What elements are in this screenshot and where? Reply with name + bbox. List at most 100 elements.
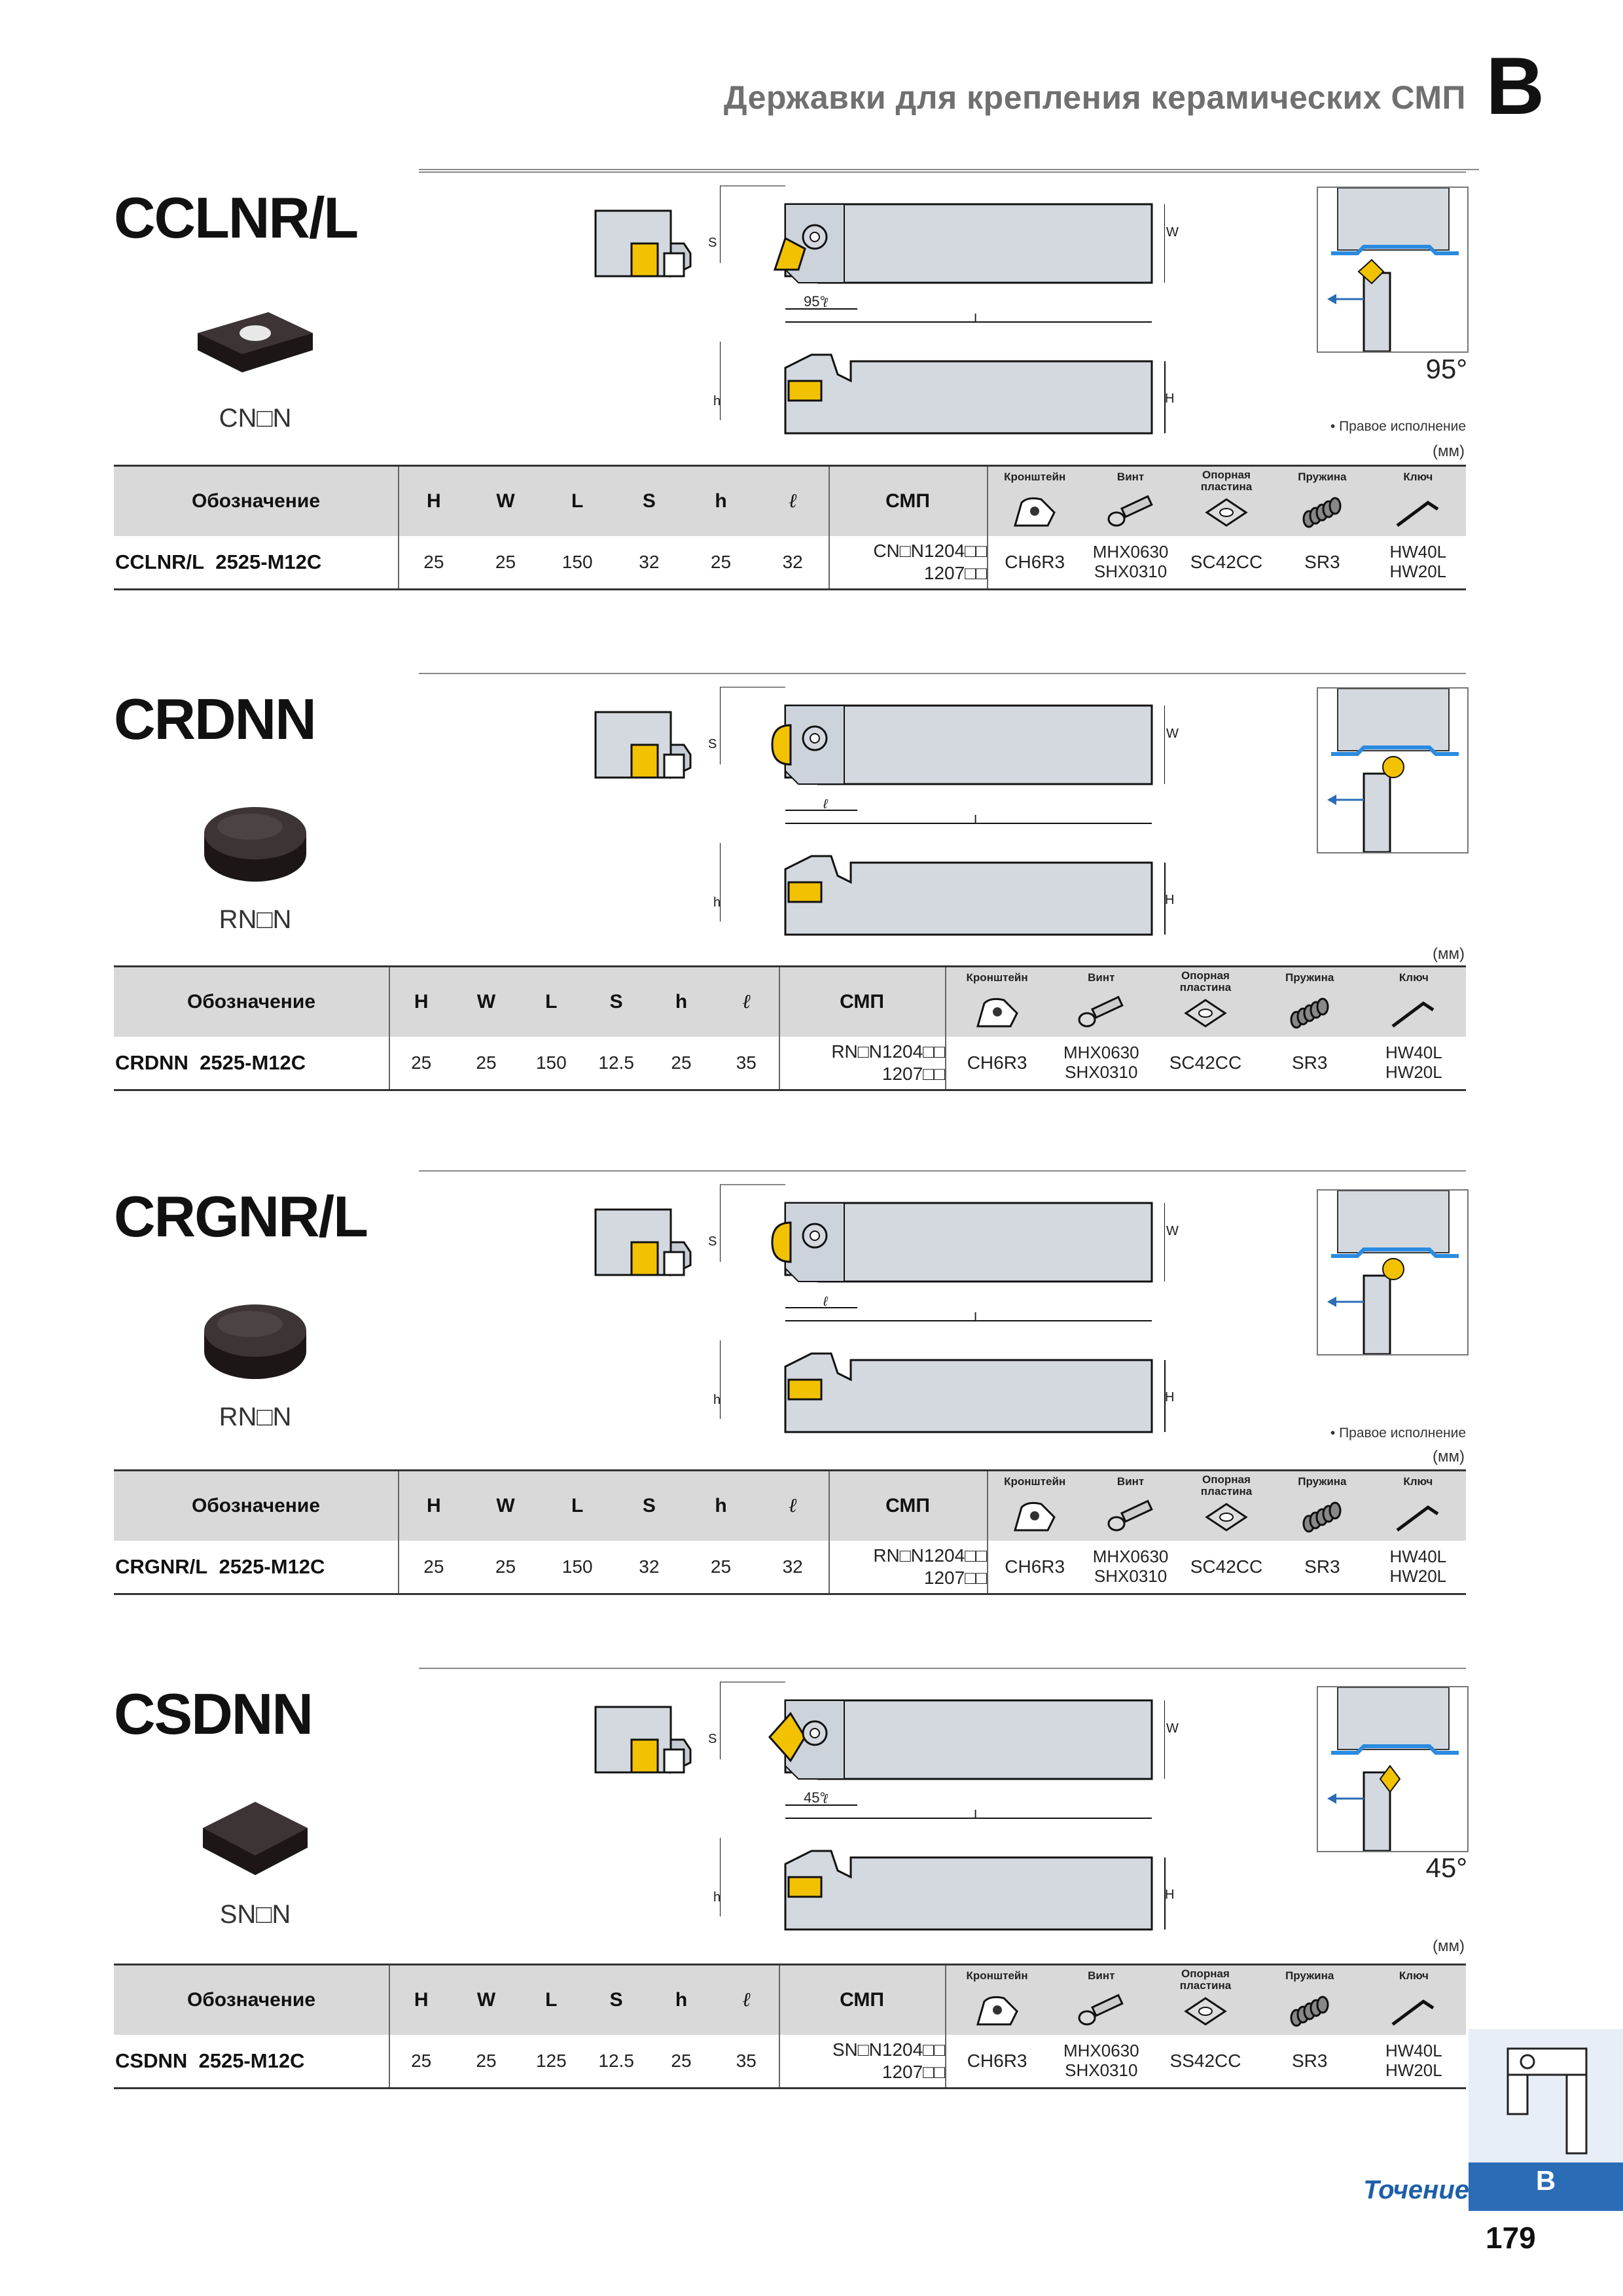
spring-icon — [1283, 1992, 1336, 2034]
header-h: h — [715, 1495, 727, 1516]
row-W: 25 — [495, 1556, 516, 1577]
row-W: 25 — [495, 552, 516, 572]
section-letter: B — [1486, 41, 1544, 132]
dim-label-H: H — [1165, 391, 1175, 406]
row-bracket: CH6R3 — [967, 2051, 1027, 2071]
unit-label: (мм) — [1433, 1448, 1465, 1465]
row-W: 25 — [476, 2051, 497, 2071]
key-icon — [1387, 1992, 1440, 2034]
holder-top-view-drawing: 45° — [719, 1681, 1166, 1828]
row-designation: CRGNR/L 2525-M12C — [115, 1555, 325, 1578]
unit-label: (мм) — [1433, 442, 1465, 460]
row-h: 25 — [671, 1052, 692, 1073]
header-designation: Обозначение — [187, 991, 316, 1013]
page-header-title: Державки для крепления керамических СМП — [723, 79, 1466, 116]
bracket-icon — [971, 994, 1024, 1036]
footer-tab[interactable] — [1469, 2162, 1623, 2211]
key-icon — [1387, 994, 1440, 1036]
row-bracket: CH6R3 — [1005, 552, 1065, 572]
approach-angle-label: 45° — [1425, 1852, 1467, 1883]
header-designation: Обозначение — [187, 1989, 316, 2011]
header-screw: Винт — [1116, 1475, 1145, 1488]
section-divider — [419, 1668, 1466, 1669]
insert-code-label: RN□N — [219, 905, 292, 934]
footer-section-word: Точение — [1363, 2176, 1469, 2204]
screw-icon — [1105, 493, 1157, 535]
row-designation: CCLNR/L 2525-M12C — [115, 550, 322, 573]
row-S: 12.5 — [598, 2051, 634, 2071]
seat-icon — [1200, 493, 1253, 535]
row-L: 150 — [562, 552, 593, 572]
dim-label-H: H — [1165, 893, 1175, 907]
holder-side-view-drawing — [719, 342, 1171, 450]
screw-icon — [1075, 994, 1128, 1036]
header-bracket: Кронштейн — [1004, 1475, 1066, 1488]
spring-icon — [1296, 1498, 1348, 1540]
row-spring: SR3 — [1291, 2051, 1328, 2071]
holder-top-view-drawing: 95° — [719, 185, 1166, 332]
header-S: S — [609, 991, 623, 1013]
header-spring: Пружина — [1285, 971, 1334, 984]
insert-code-label: RN□N — [219, 1403, 292, 1431]
row-ell: 32 — [782, 1556, 803, 1577]
header-screw: Винт — [1088, 1969, 1115, 1982]
header-divider — [419, 169, 1479, 170]
section-divider — [419, 1170, 1466, 1172]
header-bracket: Кронштейн — [966, 1969, 1028, 1982]
svg-text:95°: 95° — [804, 293, 825, 310]
tool-family-name: CSDNN — [114, 1681, 313, 1746]
dim-label-l: ℓ — [823, 1295, 828, 1309]
header-bracket: Кронштейн — [1004, 471, 1066, 484]
header-screw: Винт — [1116, 471, 1145, 484]
dim-label-h: h — [713, 1890, 721, 1905]
bracket-icon — [971, 1992, 1024, 2034]
row-ell: 32 — [782, 552, 803, 572]
hand-note: • Правое исполнение — [1330, 1426, 1466, 1441]
holder-end-view-drawing — [592, 1190, 697, 1285]
header-S: S — [609, 1989, 623, 2011]
holder-side-view-drawing — [719, 1838, 1171, 1946]
dim-label-L: L — [974, 1310, 982, 1325]
holder-end-view-drawing — [592, 692, 697, 787]
unit-label: (мм) — [1433, 1937, 1465, 1955]
header-ell: ℓ — [742, 991, 751, 1013]
row-S: 32 — [639, 1556, 660, 1577]
bracket-icon — [1008, 1498, 1061, 1540]
dim-label-l: ℓ — [823, 1792, 828, 1806]
header-H: H — [426, 490, 441, 512]
section-divider — [419, 673, 1466, 674]
header-W: W — [496, 490, 515, 512]
key-icon — [1392, 1498, 1444, 1540]
row-W: 25 — [476, 1052, 497, 1073]
header-H: H — [414, 1989, 429, 2011]
header-S: S — [642, 1495, 656, 1516]
key-icon — [1392, 493, 1444, 535]
dim-label-L: L — [974, 813, 982, 827]
dim-label-W: W — [1166, 1721, 1179, 1736]
dim-label-W: W — [1166, 726, 1179, 741]
row-designation: CSDNN 2525-M12C — [115, 2049, 305, 2072]
feed-direction-diagram — [1317, 687, 1469, 853]
dim-label-H: H — [1165, 1390, 1175, 1405]
header-L: L — [545, 991, 558, 1013]
row-seat: SC42CC — [1169, 1052, 1242, 1073]
dim-label-h: h — [713, 394, 721, 408]
header-insert: СМП — [885, 490, 930, 512]
dim-label-h: h — [713, 1393, 721, 1407]
row-insert: CN□N1204□□1207□□ — [873, 541, 987, 583]
dim-label-L: L — [974, 312, 982, 326]
